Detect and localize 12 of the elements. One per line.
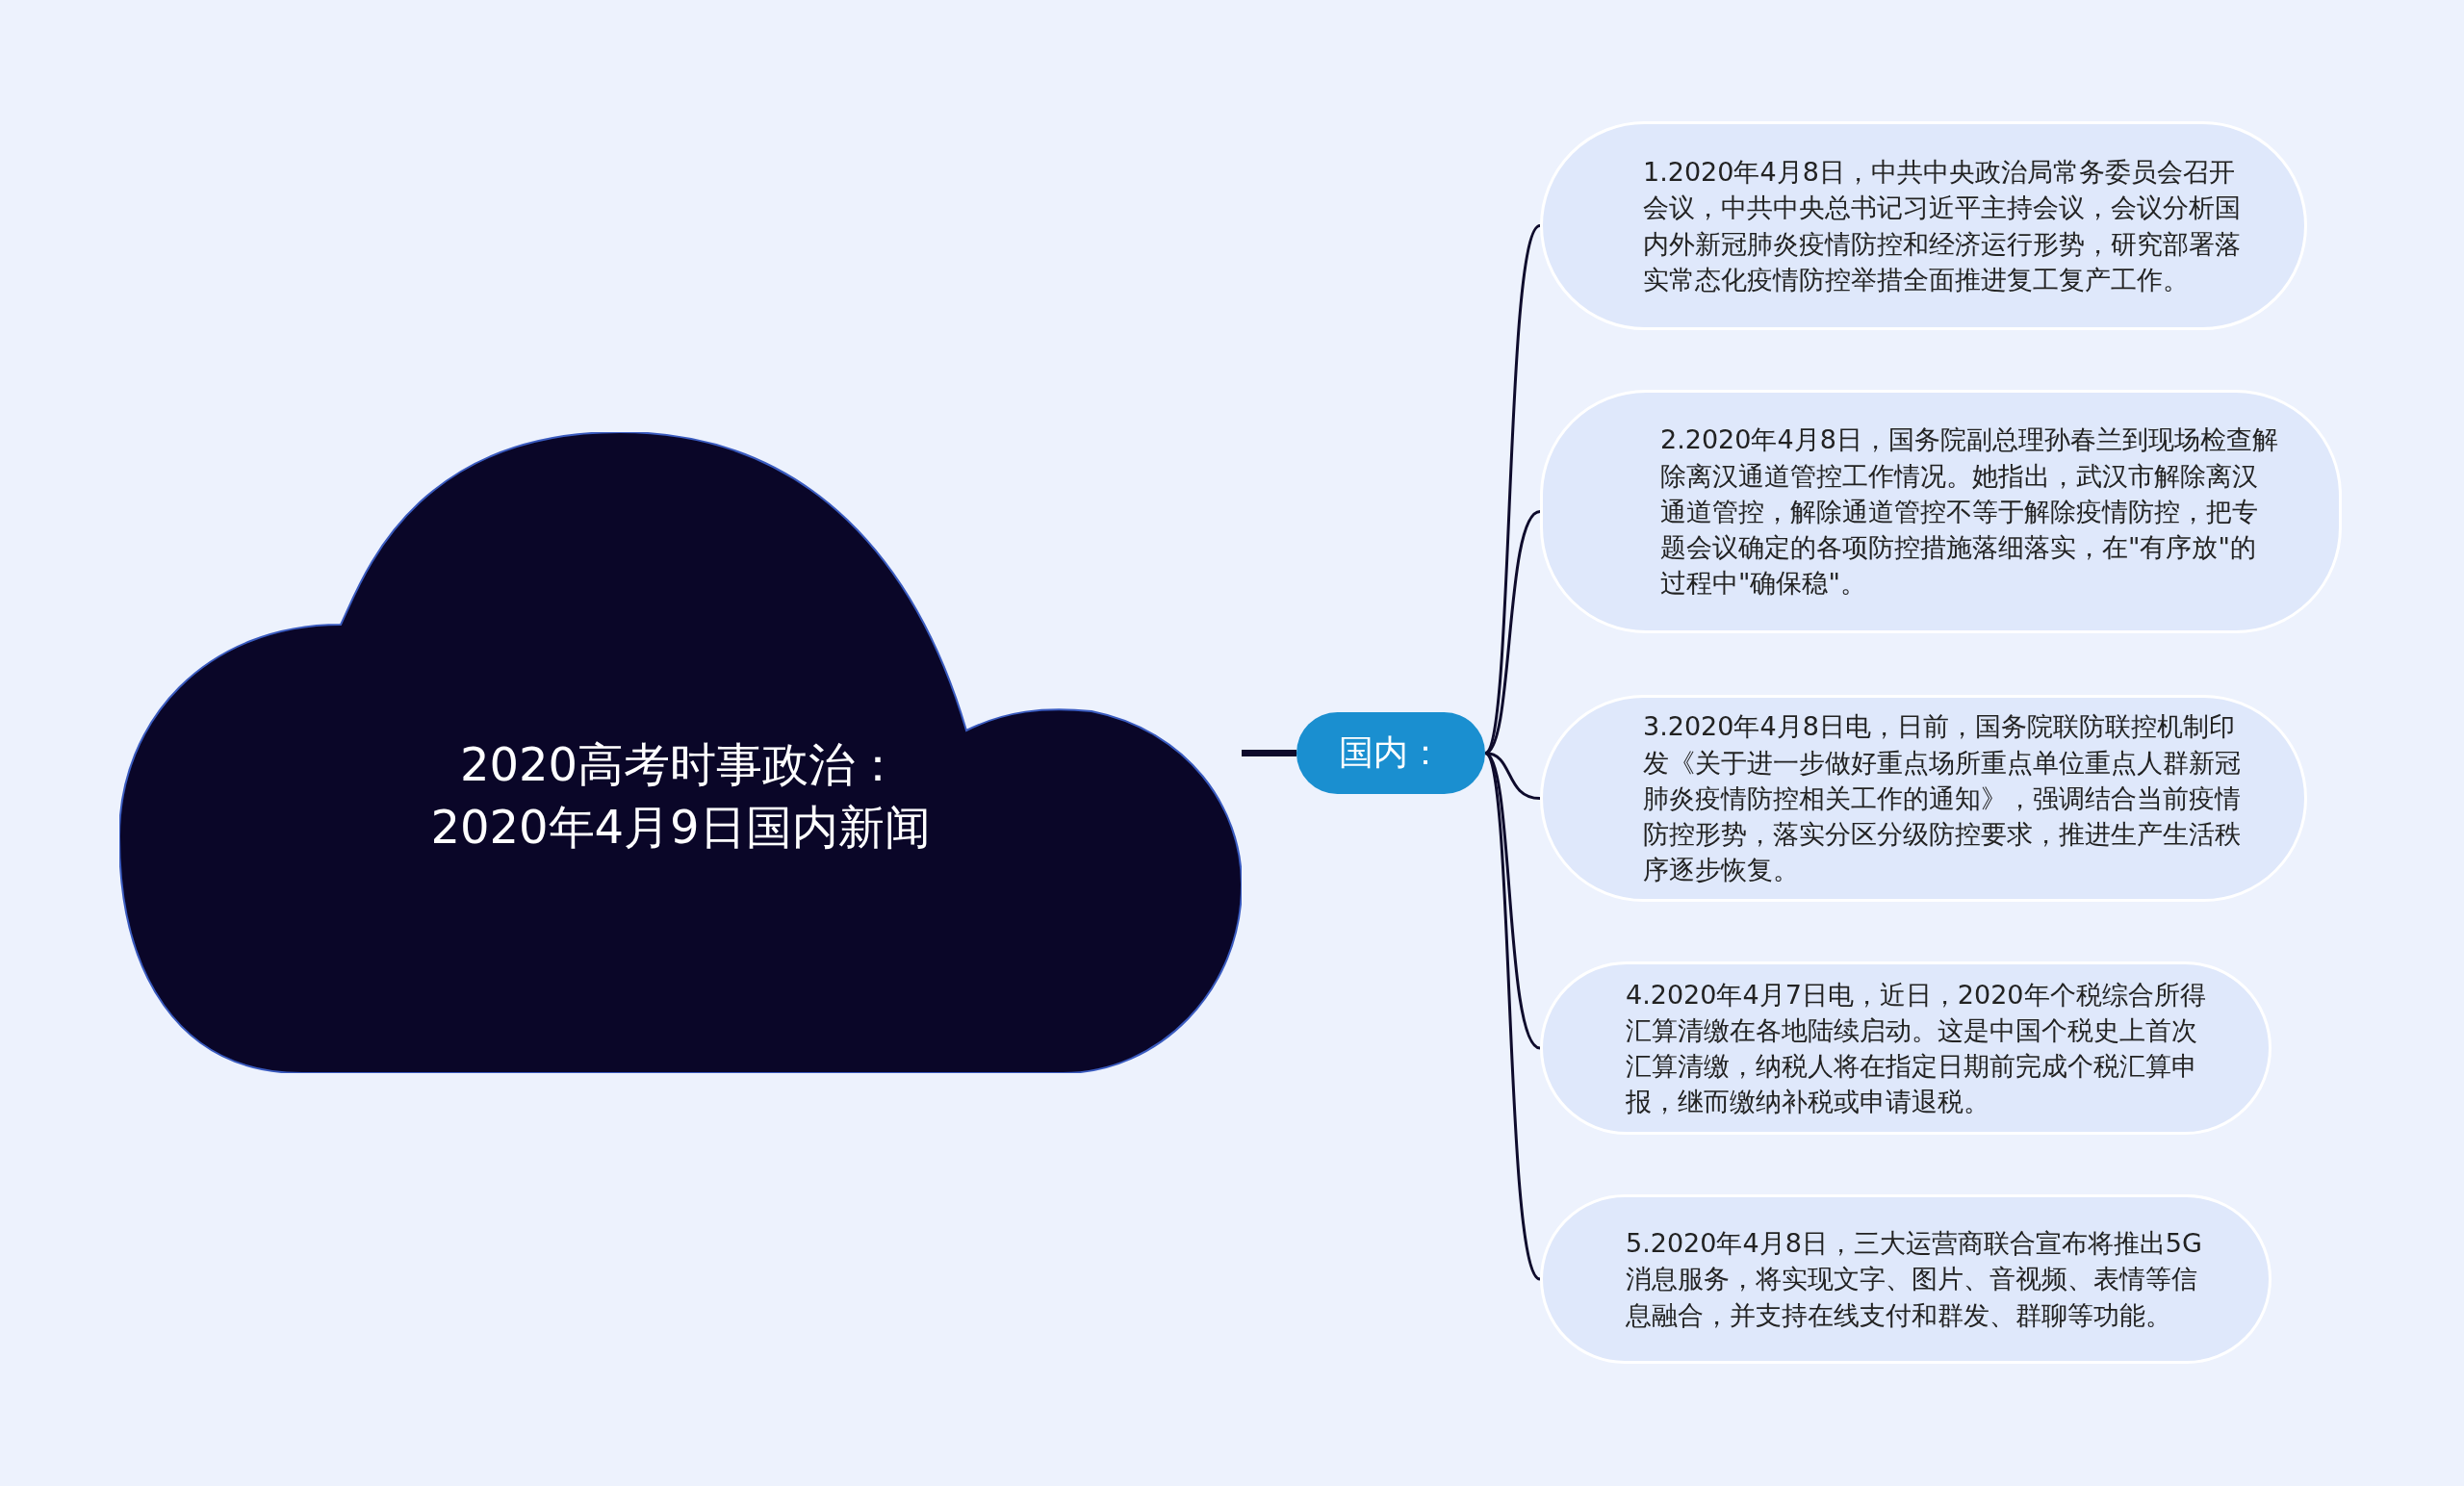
connector-line (1242, 750, 1296, 756)
news-text: 3.2020年4月8日电，日前，国务院联防联控机制印发《关于进一步做好重点场所重点单位重点人群新冠肺炎疫情防控相关工作的通知》，强调结合当前疫情防控形势，落实分区分级防控要求，推进生产生活秩序逐步恢复。 (1643, 710, 2242, 887)
news-text: 5.2020年4月8日，三大运营商联合宣布将推出5G消息服务，将实现文字、图片、音视频、表情等信息融合，并支持在线支付和群发、群聊等功能。 (1626, 1227, 2203, 1332)
news-text: 2.2020年4月8日，国务院副总理孙春兰到现场检查解除离汉通道管控工作情况。她指出，武汉市解除离汉通道管控，解除通道管控不等于解除疫情防控，把专题会议确定的各项防控措施落细落实，在"有序放"的过程中"确保稳"。 (1660, 423, 2279, 601)
news-text: 1.2020年4月8日，中共中央政治局常务委员会召开会议，中共中央总书记习近平主持会议，会议分析国内外新冠肺炎疫情防控和经济运行形势，研究部署落实常态化疫情防控举措全面推进复工复产工作。 (1643, 156, 2242, 296)
cloud-shape (119, 432, 1242, 1073)
connector-line (1483, 752, 1542, 1280)
title-text: 2020高考时事政治：2020年4月9日国内新闻 (429, 736, 932, 856)
connector-line (1483, 224, 1542, 755)
connector-line (1484, 510, 1541, 755)
news-text: 4.2020年4月7日电，近日，2020年个税综合所得汇算清缴在各地陆续启动。这是中国个税史上首次汇算清缴，纳税人将在指定日期前完成个税汇算申报，继而缴纳补税或申请退税。 (1626, 978, 2207, 1119)
topic-label: 国内： (1339, 731, 1443, 774)
